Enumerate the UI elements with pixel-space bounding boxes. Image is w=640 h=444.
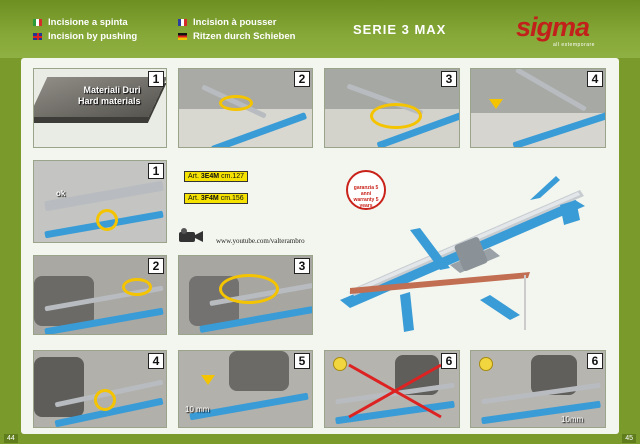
step-number: 2	[148, 258, 164, 274]
step-photo-hard-materials: Materiali Duri Hard materials 1	[33, 68, 167, 148]
article-3f4m: Art. 3F4M cm.156	[184, 193, 248, 204]
lang-german-label: Ritzen durch Schieben	[193, 31, 296, 42]
lang-french-label: Incision à pousser	[193, 17, 277, 28]
logo-tagline: all estemporare	[553, 42, 595, 48]
step-number: 6	[441, 353, 457, 369]
step-photo-row4-6-wrong: 6	[324, 350, 460, 428]
step-number: 3	[294, 258, 310, 274]
italy-flag-icon	[33, 19, 42, 26]
lang-french: Incision à pousser	[178, 17, 276, 28]
step-number: 2	[294, 71, 310, 87]
step-photo-row2-1: ok 1	[33, 160, 167, 243]
uk-flag-icon	[33, 33, 42, 40]
ok-label: ok	[56, 189, 66, 198]
step-photo-row1-4: 4	[470, 68, 606, 148]
lang-english-label: Incision by pushing	[48, 31, 138, 42]
step-number: 4	[587, 71, 603, 87]
lang-italian: Incisione a spinta	[33, 17, 128, 28]
video-camera-icon	[179, 228, 203, 242]
step-number: 6	[587, 353, 603, 369]
lang-italian-label: Incisione a spinta	[48, 17, 128, 28]
article-3e4m: Art. 3E4M cm.127	[184, 171, 249, 182]
step-photo-row4-4: 4	[33, 350, 167, 428]
lang-german: Ritzen durch Schieben	[178, 31, 295, 42]
step-photo-row3-3: 3	[178, 255, 313, 335]
down-arrow-icon	[201, 375, 215, 385]
page-number-left: 44	[4, 434, 18, 443]
step-number: 4	[148, 353, 164, 369]
warranty-seal: garanzia 5 anni warranty 5 years	[346, 170, 386, 210]
sigma-logo: sigma	[516, 12, 590, 42]
germany-flag-icon	[178, 33, 187, 40]
hard-materials-label: Materiali Duri Hard materials	[78, 85, 141, 106]
step-number: 1	[148, 71, 164, 87]
happy-face-icon	[479, 357, 493, 371]
measure-label: 10mm	[561, 415, 584, 424]
step-photo-row1-3: 3	[324, 68, 460, 148]
down-arrow-icon	[489, 99, 503, 109]
series-title: SERIE 3 MAX	[353, 22, 447, 37]
youtube-link[interactable]: www.youtube.com/valterambro	[216, 237, 305, 245]
lang-english: Incision by pushing	[33, 31, 137, 42]
tile-cutter-illustration	[340, 176, 585, 332]
sad-face-icon	[333, 357, 347, 371]
header-band: Incisione a spinta Incision by pushing I…	[0, 0, 640, 58]
step-number: 3	[441, 71, 457, 87]
step-number: 5	[294, 353, 310, 369]
france-flag-icon	[178, 19, 187, 26]
step-photo-row4-6-right: 10mm 6	[470, 350, 606, 428]
step-photo-row3-2: 2	[33, 255, 167, 335]
page-number-right: 45	[622, 434, 636, 443]
wrong-x-icon	[348, 363, 442, 419]
step-photo-row1-2: 2	[178, 68, 313, 148]
warranty-seal-text: garanzia 5 anni warranty 5 years	[353, 185, 379, 209]
step-number: 1	[148, 163, 164, 179]
step-photo-row4-5: 10 mm 5	[178, 350, 313, 428]
measure-label: 10 mm	[185, 405, 210, 414]
